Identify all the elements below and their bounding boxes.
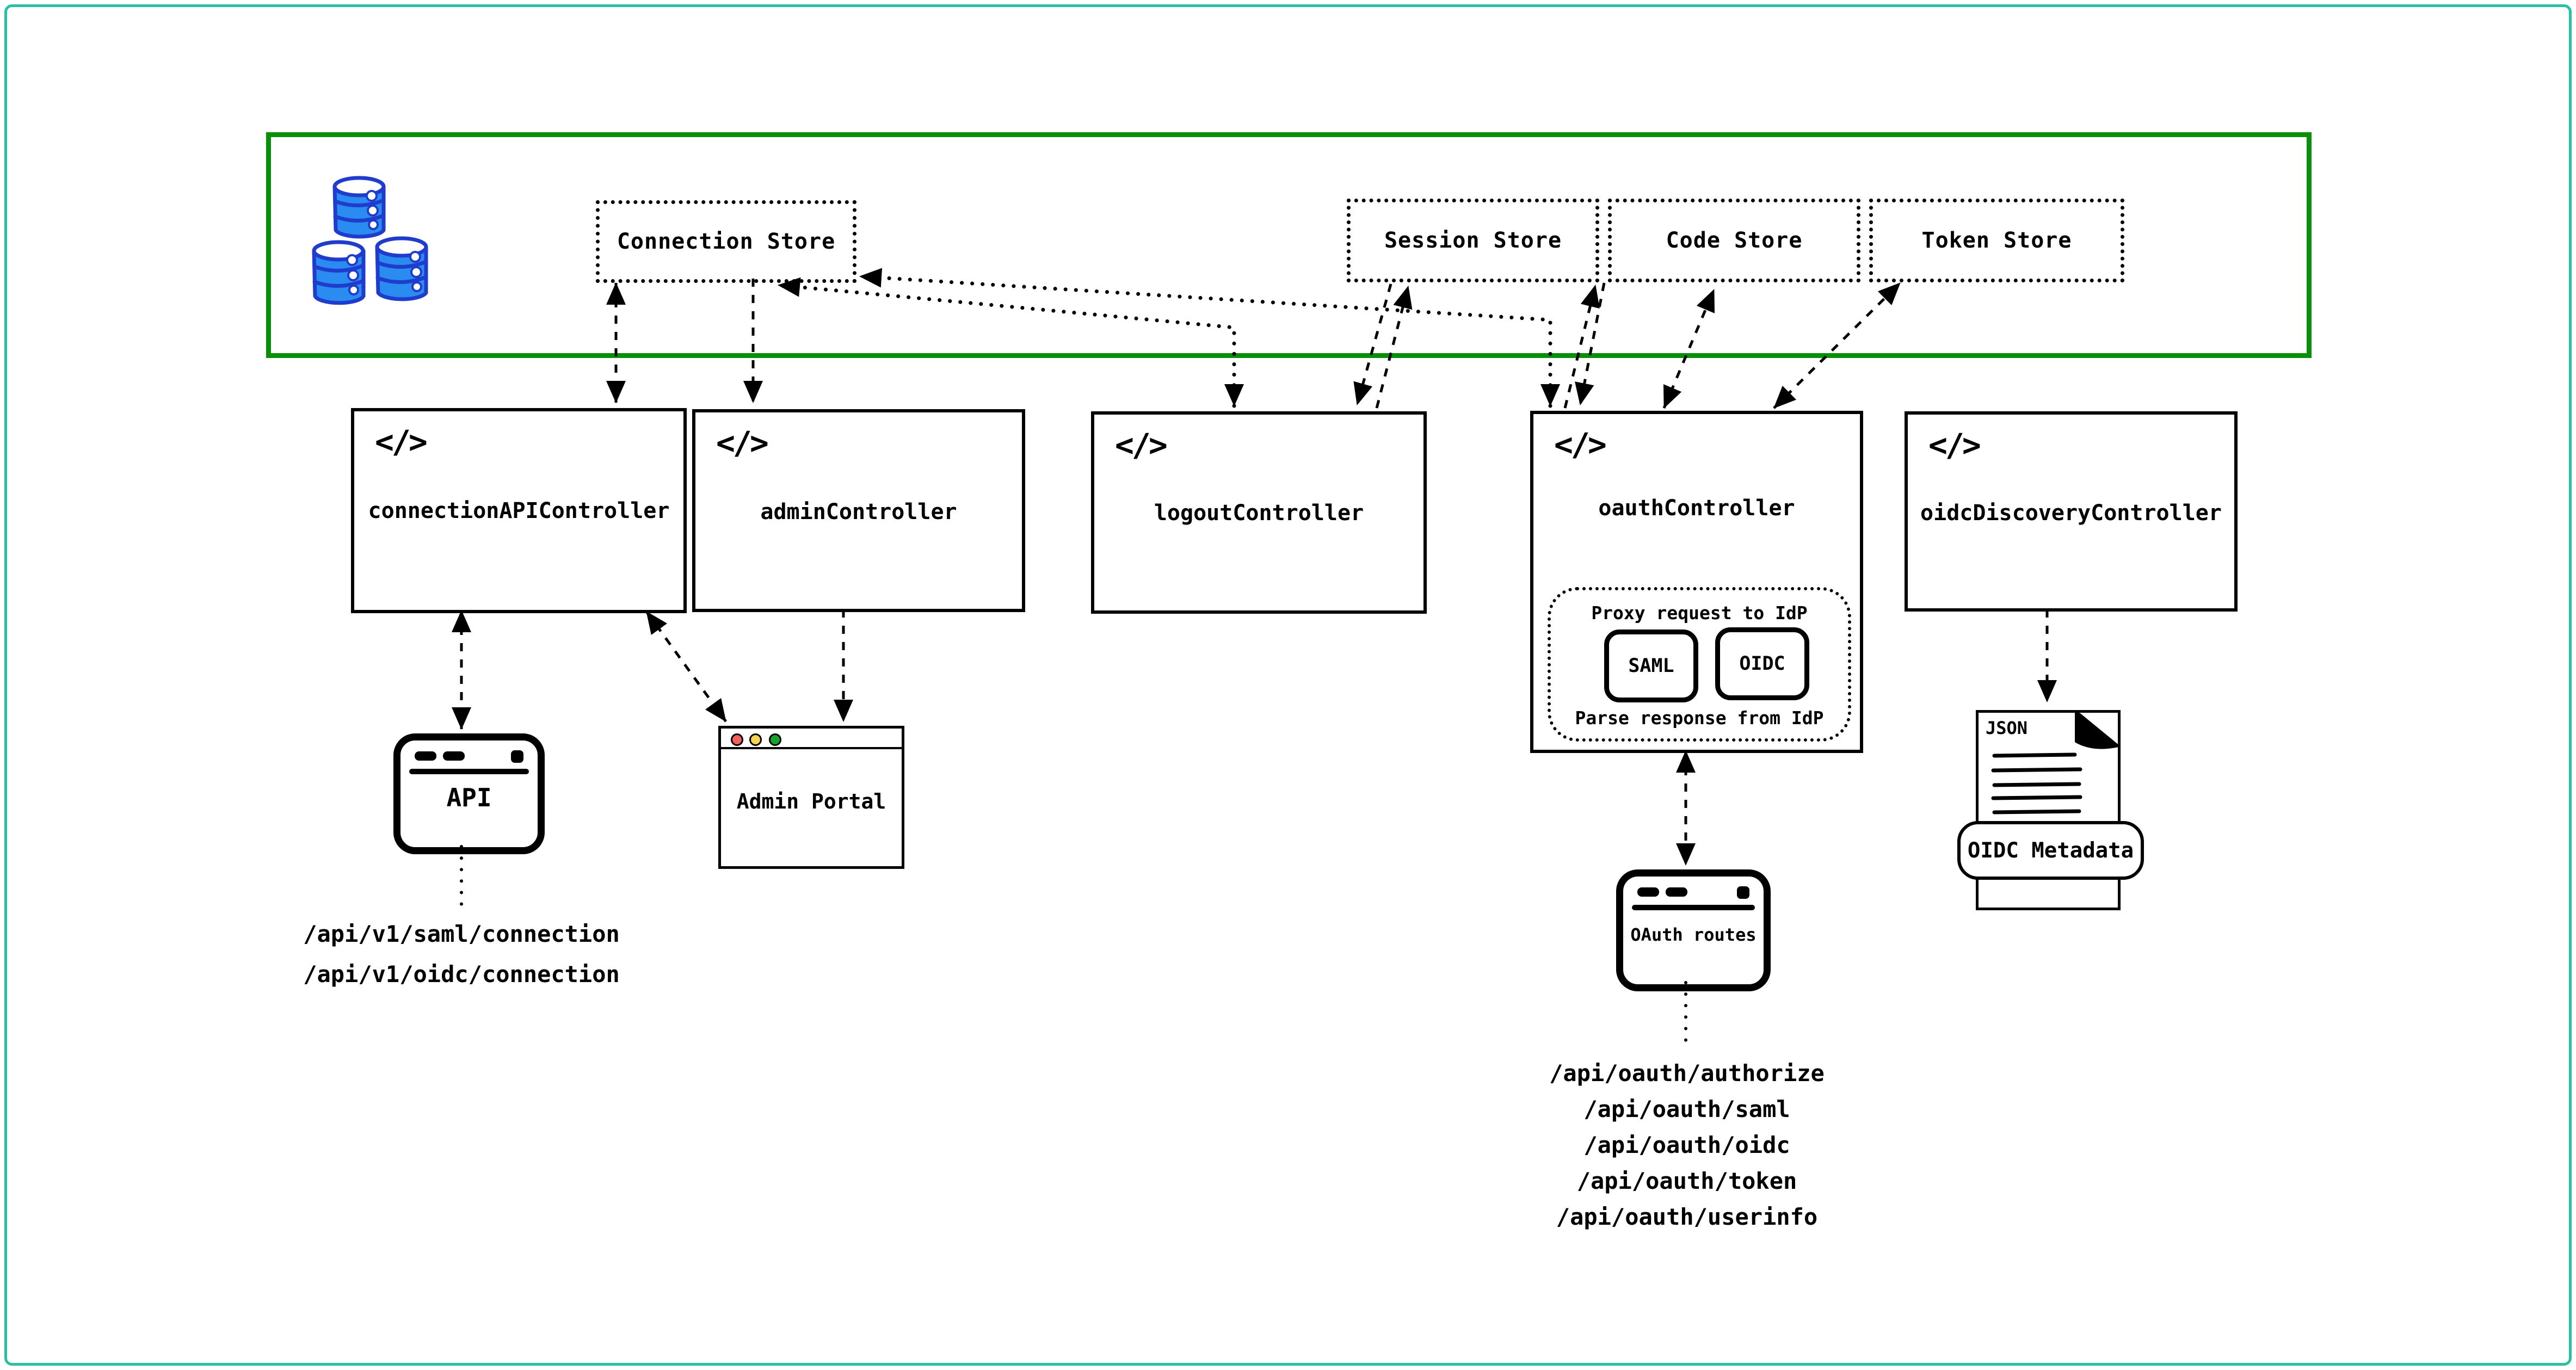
session-store: Session Store — [1347, 199, 1599, 282]
outer-frame — [4, 4, 2572, 1366]
window-dot-icon — [1737, 886, 1749, 899]
oidc-label: OIDC — [1739, 653, 1785, 675]
api-window-label: API — [446, 783, 492, 812]
proxy-request-label: Proxy request to IdP — [1591, 602, 1808, 624]
api-window: API — [393, 733, 545, 854]
session-store-label: Session Store — [1384, 228, 1562, 253]
window-dash-icon — [415, 751, 436, 761]
code-icon: </> — [1928, 427, 1981, 464]
code-icon: </> — [1554, 426, 1607, 463]
oidc-metadata-banner: OIDC Metadata — [1957, 821, 2144, 880]
code-store: Code Store — [1608, 199, 1860, 282]
oidc-discovery-controller-label: oidcDiscoveryController — [1920, 501, 2222, 526]
code-icon: </> — [1115, 427, 1168, 464]
token-store-label: Token Store — [1921, 228, 2072, 253]
window-dash-icon — [1637, 887, 1659, 897]
connection-store-label: Connection Store — [617, 229, 836, 254]
window-dot-icon — [511, 750, 523, 763]
admin-controller-label: adminController — [760, 499, 957, 524]
connection-api-controller-label: connectionAPIController — [368, 498, 670, 523]
route-text: /api/v1/saml/connection — [303, 921, 620, 947]
logout-controller: </> logoutController — [1091, 411, 1427, 614]
connection-api-routes: /api/v1/saml/connection /api/v1/oidc/con… — [298, 912, 625, 992]
minimize-traffic-light-icon — [749, 733, 762, 746]
route-text: /api/oauth/saml — [1583, 1096, 1790, 1122]
oidc-discovery-controller: </> oidcDiscoveryController — [1905, 411, 2238, 612]
oauth-routes-window: OAuth routes — [1616, 869, 1771, 991]
route-text: /api/oauth/authorize — [1549, 1060, 1825, 1087]
saml-protocol-box: SAML — [1604, 630, 1698, 702]
route-text: /api/v1/oidc/connection — [303, 961, 620, 988]
maximize-traffic-light-icon — [769, 733, 781, 746]
window-bar — [409, 769, 529, 774]
oauth-route-list: /api/oauth/authorize /api/oauth/saml /ap… — [1524, 1056, 1850, 1235]
route-text: /api/oauth/token — [1576, 1168, 1797, 1194]
admin-portal-window: Admin Portal — [718, 726, 904, 869]
idp-proxy-box: Proxy request to IdP SAML OIDC Parse res… — [1548, 587, 1851, 742]
admin-portal-label: Admin Portal — [736, 789, 886, 813]
saml-label: SAML — [1628, 655, 1674, 677]
close-traffic-light-icon — [731, 733, 743, 746]
connection-store: Connection Store — [596, 200, 856, 283]
oauth-routes-window-label: OAuth routes — [1630, 924, 1757, 945]
logout-controller-label: logoutController — [1154, 501, 1364, 526]
admin-controller: </> adminController — [692, 409, 1025, 612]
oidc-metadata-label: OIDC Metadata — [1967, 838, 2134, 863]
oauth-controller-label: oauthController — [1598, 496, 1795, 521]
browser-titlebar — [721, 729, 902, 749]
window-dash-icon — [443, 751, 465, 761]
connection-api-controller: </> connectionAPIController — [351, 408, 687, 613]
json-file-icon — [1976, 710, 2121, 910]
code-icon: </> — [375, 423, 428, 460]
route-text: /api/oauth/userinfo — [1556, 1204, 1818, 1230]
parse-response-label: Parse response from IdP — [1575, 707, 1824, 729]
oidc-protocol-box: OIDC — [1715, 627, 1809, 700]
oidc-metadata-document: JSON OIDC Metadata — [1956, 706, 2144, 910]
code-store-label: Code Store — [1666, 228, 1803, 253]
window-bar — [1632, 905, 1755, 910]
route-text: /api/oauth/oidc — [1583, 1132, 1790, 1158]
code-icon: </> — [716, 424, 769, 461]
token-store: Token Store — [1869, 199, 2124, 282]
json-badge: JSON — [1986, 718, 2028, 738]
oauth-controller: </> oauthController Proxy request to IdP… — [1530, 411, 1863, 753]
window-dash-icon — [1666, 887, 1687, 897]
